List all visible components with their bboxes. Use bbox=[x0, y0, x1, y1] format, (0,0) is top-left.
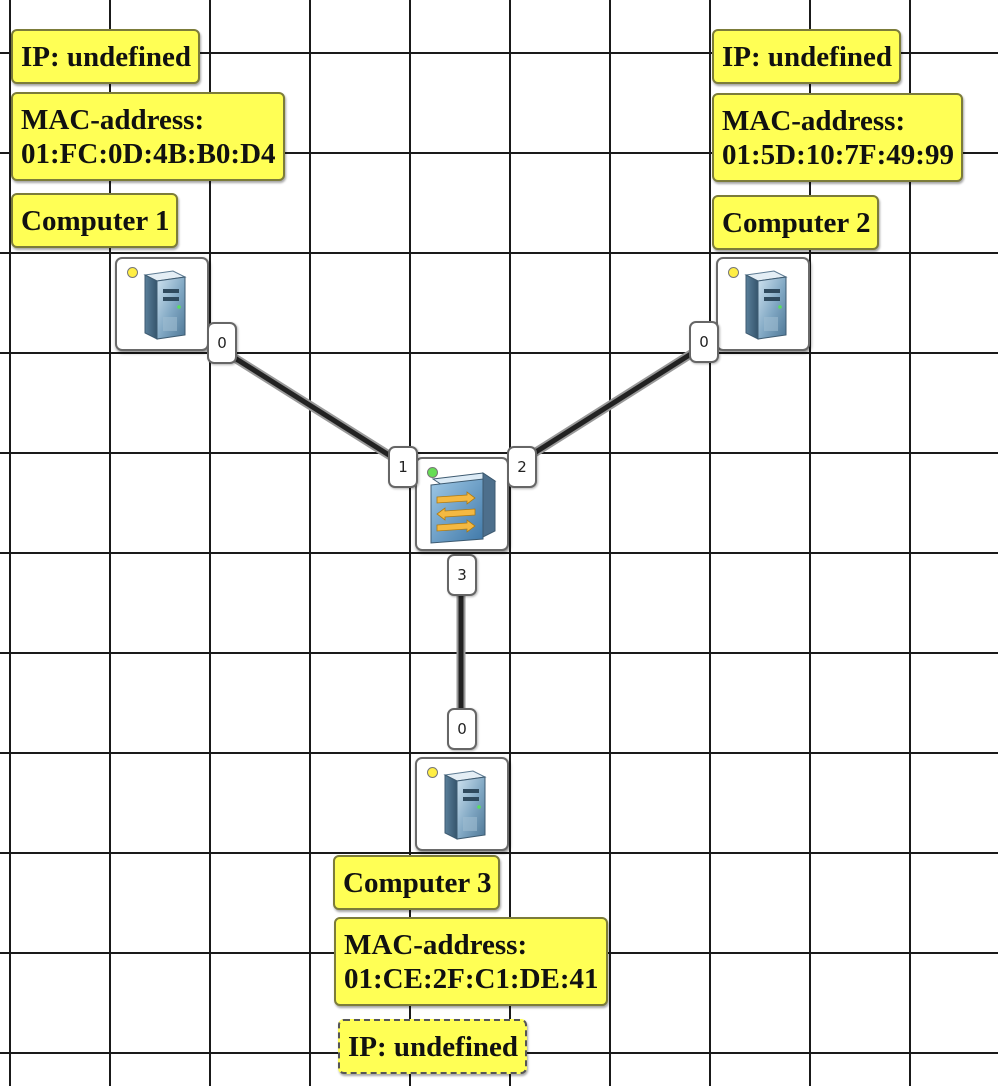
computer-2[interactable] bbox=[716, 257, 810, 351]
mac-label-computer3[interactable]: MAC-address: 01:CE:2F:C1:DE:41 bbox=[334, 917, 608, 1006]
computer-tower-icon bbox=[143, 270, 187, 340]
device-name: Computer 2 bbox=[722, 207, 871, 239]
ip-label-computer3[interactable]: IP: undefined bbox=[338, 1019, 528, 1074]
mac-value: 01:FC:0D:4B:B0:D4 bbox=[21, 138, 276, 170]
port-computer3[interactable]: 0 bbox=[447, 708, 477, 750]
port-switch-1[interactable]: 1 bbox=[388, 446, 418, 488]
device-name: Computer 1 bbox=[21, 205, 170, 237]
name-label-computer3[interactable]: Computer 3 bbox=[333, 855, 501, 910]
network-switch[interactable] bbox=[415, 457, 509, 551]
port-computer1[interactable]: 0 bbox=[207, 322, 237, 364]
port-switch-3[interactable]: 3 bbox=[447, 554, 477, 596]
mac-value: 01:CE:2F:C1:DE:41 bbox=[344, 963, 599, 995]
device-name: Computer 3 bbox=[343, 867, 492, 899]
ip-text: IP: undefined bbox=[21, 41, 192, 73]
mac-caption: MAC-address: bbox=[344, 929, 528, 961]
status-led bbox=[427, 467, 438, 478]
mac-label-computer1[interactable]: MAC-address: 01:FC:0D:4B:B0:D4 bbox=[11, 92, 285, 181]
status-led bbox=[127, 267, 138, 278]
name-label-computer1[interactable]: Computer 1 bbox=[11, 193, 179, 248]
ip-label-computer1[interactable]: IP: undefined bbox=[11, 29, 201, 84]
ip-text: IP: undefined bbox=[348, 1031, 519, 1063]
mac-value: 01:5D:10:7F:49:99 bbox=[722, 139, 954, 171]
ip-label-computer2[interactable]: IP: undefined bbox=[712, 29, 902, 84]
port-computer2[interactable]: 0 bbox=[689, 321, 719, 363]
name-label-computer2[interactable]: Computer 2 bbox=[712, 195, 880, 250]
computer-tower-icon bbox=[744, 270, 788, 340]
computer-3[interactable] bbox=[415, 757, 509, 851]
mac-caption: MAC-address: bbox=[722, 105, 906, 137]
mac-label-computer2[interactable]: MAC-address: 01:5D:10:7F:49:99 bbox=[712, 93, 963, 182]
computer-1[interactable] bbox=[115, 257, 209, 351]
ip-text: IP: undefined bbox=[722, 41, 893, 73]
mac-caption: MAC-address: bbox=[21, 104, 205, 136]
port-switch-2[interactable]: 2 bbox=[507, 446, 537, 488]
status-led bbox=[427, 767, 438, 778]
network-switch-icon bbox=[430, 472, 497, 544]
computer-tower-icon bbox=[443, 770, 487, 840]
status-led bbox=[728, 267, 739, 278]
